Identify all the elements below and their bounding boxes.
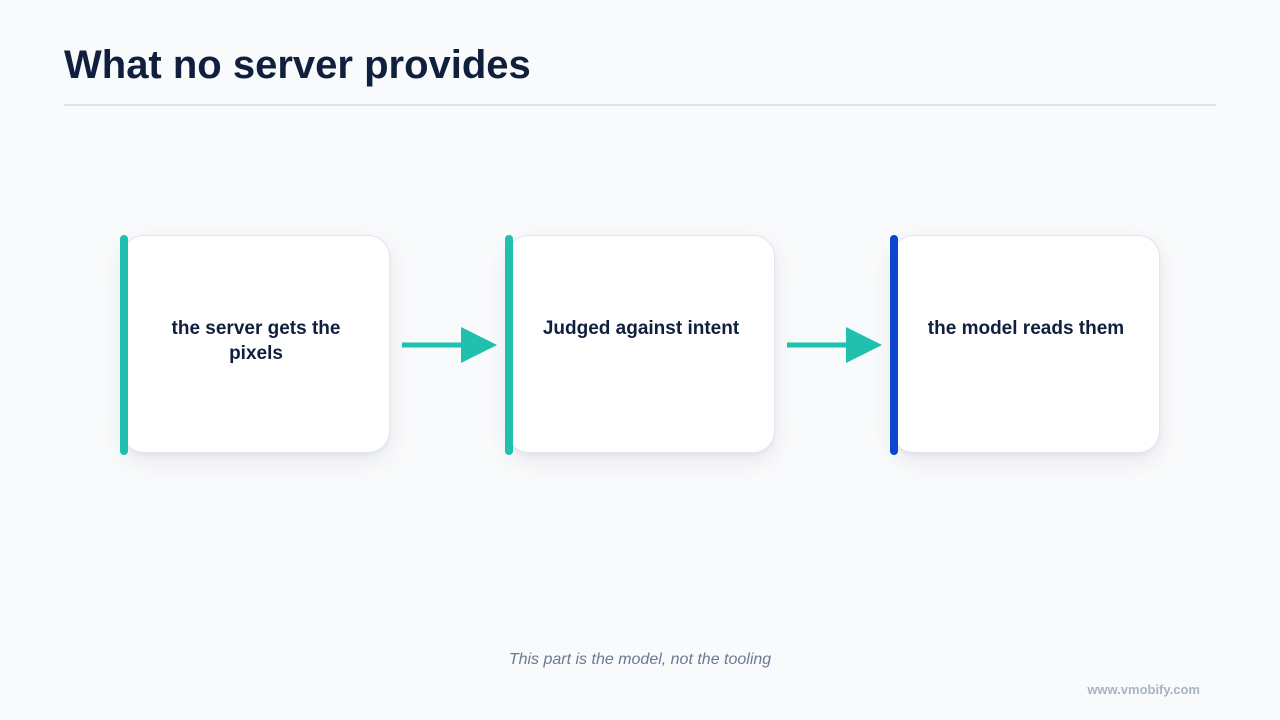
slide-title: What no server provides bbox=[64, 43, 531, 87]
flow-step-accent-bar bbox=[890, 235, 898, 455]
slide-caption: This part is the model, not the tooling bbox=[508, 651, 772, 668]
flow-step-label: the model reads them bbox=[927, 318, 1125, 339]
flow-step-card: Judged against intent bbox=[507, 235, 775, 453]
flow-step-label: Judged against intent bbox=[542, 318, 740, 339]
flow-step-card: the server gets the pixels bbox=[122, 235, 390, 453]
title-divider bbox=[64, 104, 1216, 106]
flow-step-label: the server gets the pixels bbox=[171, 318, 341, 364]
flow-arrow-icon bbox=[787, 327, 882, 363]
flow-step-accent-bar bbox=[120, 235, 128, 455]
flow-step-accent-bar bbox=[505, 235, 513, 455]
flow-step-card: the model reads them bbox=[892, 235, 1160, 453]
flow-arrow-icon bbox=[402, 327, 497, 363]
footer-watermark-url: www.vmobify.com bbox=[1087, 682, 1200, 697]
